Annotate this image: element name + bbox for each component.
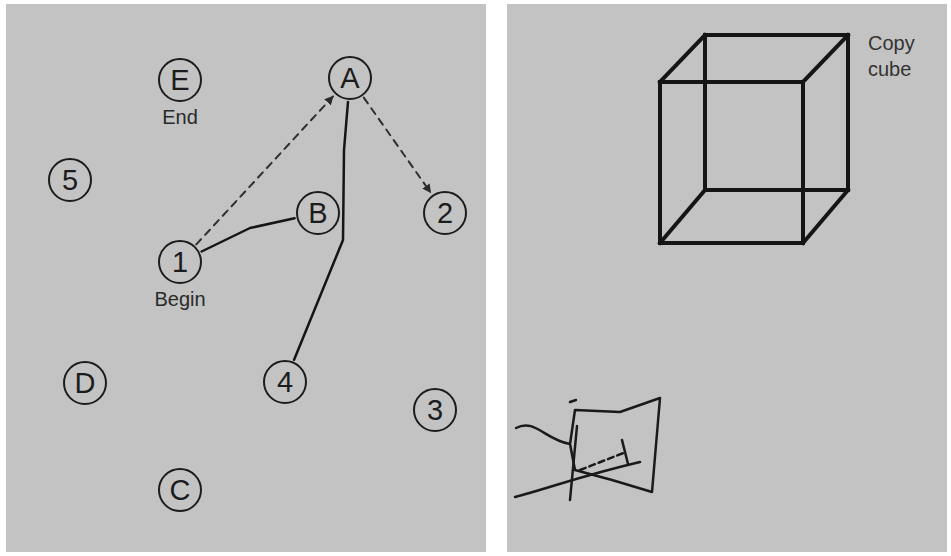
circle-label: A <box>340 64 359 93</box>
example-arrow <box>196 96 333 244</box>
circle-outline: 1 <box>158 240 202 284</box>
circle-label: 3 <box>427 396 443 425</box>
handwritten-line <box>294 102 348 360</box>
trail-circle: 3 <box>413 388 457 432</box>
circle-outline: E <box>158 58 202 102</box>
trail-circle: 2 <box>423 191 467 235</box>
circle-label: 1 <box>172 248 188 277</box>
handwritten-line <box>202 218 295 251</box>
handwritten-cube <box>515 398 660 500</box>
trail-circle: A <box>328 56 372 100</box>
trail-circle: D <box>63 361 107 405</box>
circle-outline: 5 <box>48 158 92 202</box>
circle-label: B <box>308 199 327 228</box>
trail-circle: EEnd <box>158 58 202 102</box>
circle-label: 5 <box>62 166 78 195</box>
trail-circle: 5 <box>48 158 92 202</box>
trail-circle: 1Begin <box>158 240 202 284</box>
instruction-label: Copy cube <box>868 30 934 82</box>
circle-outline: 4 <box>263 360 307 404</box>
circle-outline: 3 <box>413 388 457 432</box>
circle-outline: C <box>158 468 202 512</box>
circle-label: 4 <box>277 368 293 397</box>
trail-circle: 4 <box>263 360 307 404</box>
circle-outline: B <box>296 191 340 235</box>
example-arrow <box>364 98 431 193</box>
circle-outline: 2 <box>423 191 467 235</box>
circle-label: 2 <box>437 199 453 228</box>
left-panel <box>6 4 486 552</box>
circle-label: D <box>75 369 96 398</box>
caption-text: Begin <box>154 288 205 310</box>
trail-circle: C <box>158 468 202 512</box>
circle-label: E <box>170 66 189 95</box>
circle-outline: A <box>328 56 372 100</box>
circle-outline: D <box>63 361 107 405</box>
trail-circle: B <box>296 191 340 235</box>
circle-label: C <box>170 476 191 505</box>
caption-text: End <box>162 106 198 128</box>
